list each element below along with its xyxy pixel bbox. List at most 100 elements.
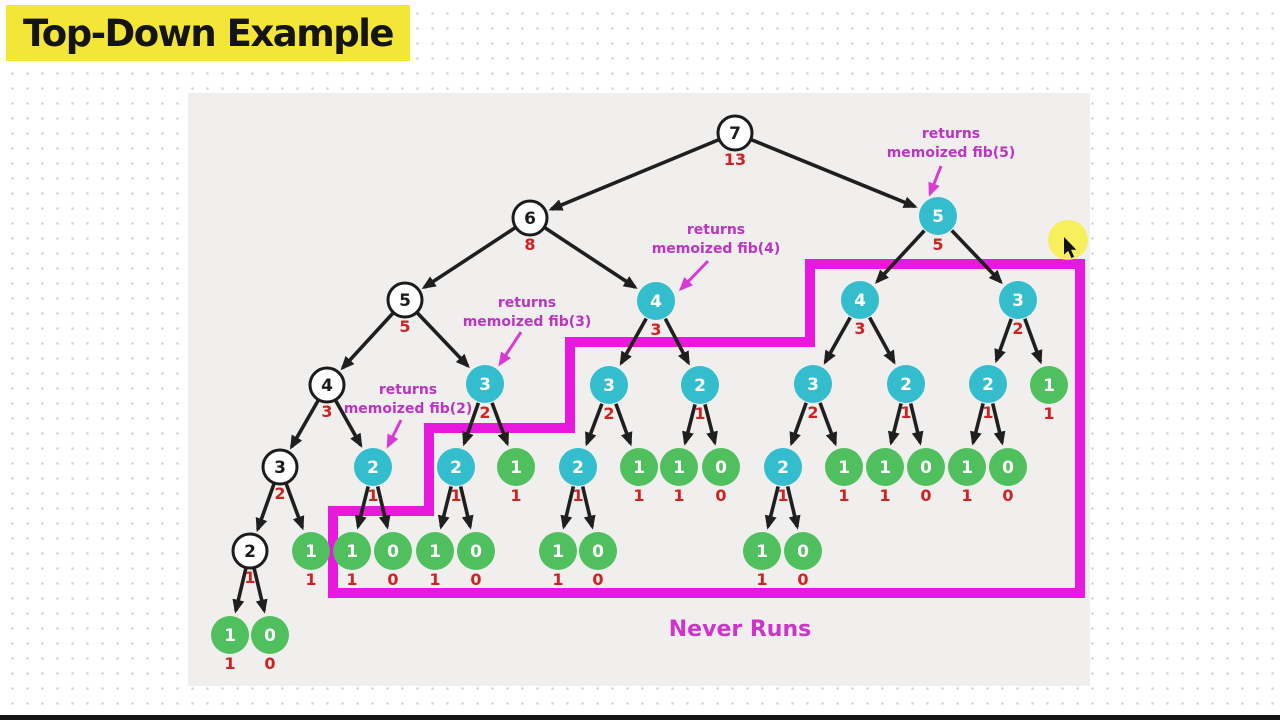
node-label: 2 — [694, 376, 706, 396]
tree-node-fib-0: 00 — [579, 532, 617, 589]
tree-node-fib-0: 00 — [251, 616, 289, 673]
node-return-value: 1 — [429, 570, 440, 589]
node-return-value: 13 — [724, 150, 746, 169]
page-title: Top-Down Example — [22, 11, 395, 55]
node-circle — [919, 197, 957, 235]
node-return-value: 1 — [900, 403, 911, 422]
node-label: 4 — [854, 291, 866, 311]
tree-node-fib-6: 68 — [511, 199, 549, 254]
node-circle — [969, 365, 1007, 403]
node-label: 1 — [429, 542, 441, 562]
node-return-value: 0 — [387, 570, 398, 589]
node-return-value: 2 — [603, 404, 614, 423]
node-return-value: 3 — [854, 319, 865, 338]
node-label: 4 — [321, 376, 333, 396]
node-circle — [559, 448, 597, 486]
tree-edge — [908, 403, 924, 446]
tree-edge — [375, 486, 391, 530]
node-label: 1 — [673, 458, 685, 478]
node-label: 0 — [387, 542, 399, 562]
tree-node-fib-1: 11 — [1030, 366, 1068, 423]
tree-edge — [340, 312, 395, 371]
tree-node-fib-2: 21 — [887, 365, 925, 422]
node-circle — [948, 448, 986, 486]
node-label: 0 — [715, 458, 727, 478]
tree-node-fib-1: 11 — [416, 532, 454, 589]
node-circle — [354, 448, 392, 486]
tree-node-fib-3: 32 — [590, 366, 628, 423]
node-circle — [466, 365, 504, 403]
node-circle — [539, 532, 577, 570]
node-label: 2 — [367, 458, 379, 478]
tree-edge — [663, 317, 690, 366]
node-return-value: 1 — [673, 486, 684, 505]
node-circle — [211, 616, 249, 654]
node-label: 1 — [552, 542, 564, 562]
annotation-arrow-icon — [386, 419, 403, 449]
node-return-value: 5 — [399, 317, 410, 336]
node-return-value: 2 — [274, 484, 285, 503]
tree-node-fib-0: 00 — [989, 448, 1027, 505]
node-label: 0 — [470, 542, 482, 562]
tree-node-fib-2: 21 — [969, 365, 1007, 422]
tree-node-fib-1: 11 — [660, 448, 698, 505]
node-label: 3 — [1012, 291, 1024, 311]
node-label: 2 — [572, 458, 584, 478]
tree-edge — [703, 403, 718, 446]
tree-node-fib-1: 11 — [539, 532, 577, 589]
node-return-value: 1 — [982, 403, 993, 422]
tree-node-fib-0: 00 — [784, 532, 822, 589]
tree-edge — [682, 403, 697, 446]
node-label: 1 — [224, 626, 236, 646]
node-label: 1 — [838, 458, 850, 478]
node-label: 2 — [777, 458, 789, 478]
node-circle — [231, 532, 269, 570]
node-label: 1 — [510, 458, 522, 478]
node-label: 1 — [1043, 376, 1055, 396]
node-return-value: 0 — [592, 570, 603, 589]
node-label: 1 — [961, 458, 973, 478]
tree-node-fib-2: 21 — [559, 448, 597, 505]
node-circle — [437, 448, 475, 486]
node-circle — [333, 532, 371, 570]
annotation-arrow-icon — [498, 331, 523, 367]
tree-edge — [950, 229, 1003, 285]
node-return-value: 0 — [715, 486, 726, 505]
tree-node-fib-2: 21 — [681, 366, 719, 423]
tree-edge — [1023, 318, 1043, 365]
tree-node-fib-1: 11 — [620, 448, 658, 505]
node-circle — [511, 199, 549, 237]
tree-edge — [334, 399, 363, 448]
tree-edge — [888, 402, 903, 446]
never-runs-outline — [328, 259, 1085, 598]
node-circle — [784, 532, 822, 570]
node-label: 1 — [305, 542, 317, 562]
node-circle — [660, 448, 698, 486]
tree-edge — [284, 483, 305, 531]
tree-node-fib-1: 11 — [743, 532, 781, 589]
node-label: 3 — [479, 375, 491, 395]
node-circle — [1030, 366, 1068, 404]
tree-node-fib-2: 21 — [354, 448, 392, 505]
node-label: 5 — [932, 207, 944, 227]
node-return-value: 5 — [932, 235, 943, 254]
tree-node-fib-3: 32 — [466, 365, 504, 422]
node-circle — [292, 532, 330, 570]
tree-node-fib-2: 21 — [437, 448, 475, 505]
node-label: 2 — [244, 542, 256, 562]
tree-edge — [548, 138, 720, 211]
tree-edge — [823, 316, 852, 365]
node-return-value: 0 — [920, 486, 931, 505]
never-runs-label: Never Runs — [669, 617, 811, 642]
tree-node-fib-1: 11 — [211, 616, 249, 673]
node-return-value: 8 — [524, 235, 535, 254]
title-banner: Top-Down Example — [6, 5, 410, 61]
node-return-value: 1 — [367, 486, 378, 505]
node-label: 2 — [982, 375, 994, 395]
node-circle — [497, 448, 535, 486]
node-circle — [386, 281, 424, 319]
